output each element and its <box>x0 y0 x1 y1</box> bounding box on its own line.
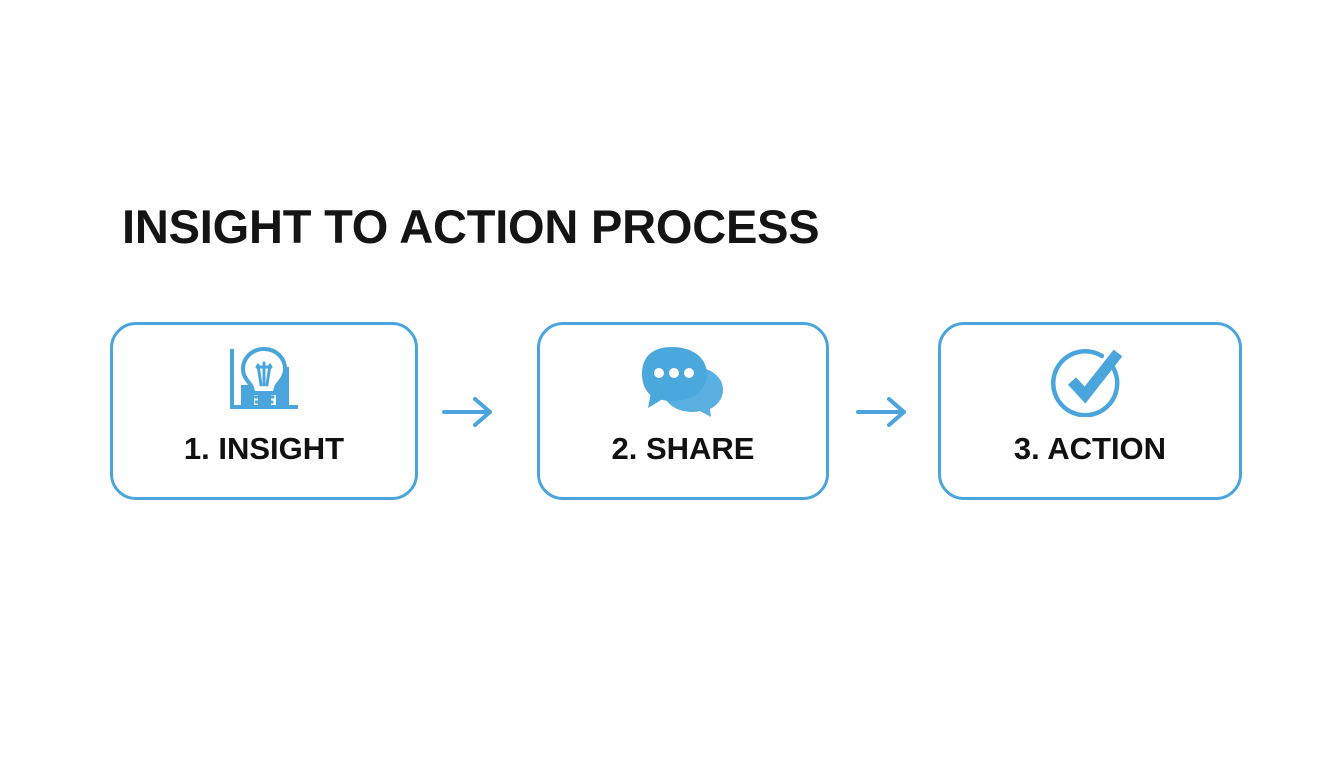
check-circle-icon <box>1050 345 1130 417</box>
arrow-right-icon <box>442 392 498 432</box>
process-step-label: 3. ACTION <box>1013 431 1167 466</box>
speech-bubbles-icon <box>641 345 725 417</box>
process-step-card-action[interactable]: 3. ACTION <box>938 322 1242 500</box>
process-step-label: 2. SHARE <box>611 431 755 466</box>
lightbulb-chart-icon <box>222 345 306 417</box>
process-flow: 1. INSIGHT 2. SHARE <box>108 322 1244 504</box>
arrow-right-icon <box>856 392 912 432</box>
page-title: INSIGHT TO ACTION PROCESS <box>122 200 820 253</box>
process-step-label: 1. INSIGHT <box>183 431 345 466</box>
process-step-card-share[interactable]: 2. SHARE <box>537 322 829 500</box>
process-step-card-insight[interactable]: 1. INSIGHT <box>110 322 418 500</box>
